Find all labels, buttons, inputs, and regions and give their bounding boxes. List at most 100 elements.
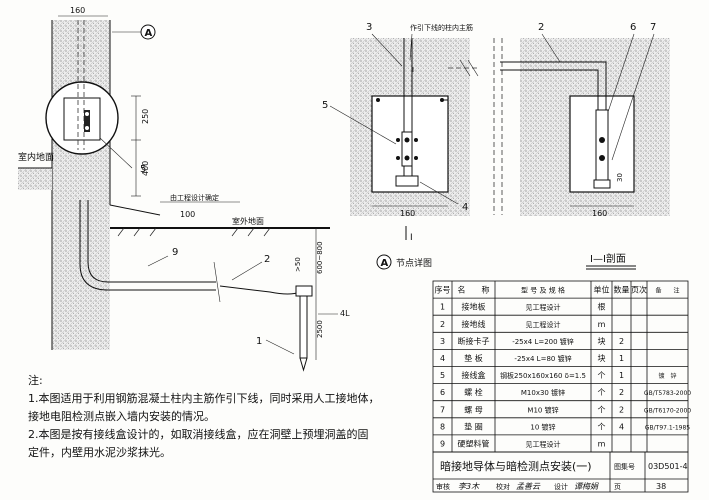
svg-text:I: I	[410, 233, 413, 243]
table-cell: 6	[440, 388, 445, 397]
title-block: 暗接地导体与暗检测点安装(一) 图集号 03D501-4 页 38 审核 李3木…	[432, 451, 689, 493]
table-cell: 钢板250x160x160 δ=1.5	[500, 371, 586, 380]
svg-text:250: 250	[141, 109, 150, 124]
table-cell: 垫 圈	[464, 421, 483, 431]
svg-text:李3木: 李3木	[458, 482, 480, 491]
table-cell: 2	[619, 388, 624, 397]
table-header-cell: 序号	[435, 285, 451, 295]
ground-wire	[219, 285, 301, 295]
concrete-column	[52, 20, 110, 350]
table-cell: 垫 板	[464, 353, 483, 363]
table-cell: 接线盒	[462, 370, 486, 380]
svg-text:400: 400	[141, 161, 150, 176]
svg-text:4L: 4L	[340, 309, 350, 318]
table-cell: 接地线	[462, 319, 486, 329]
plastic-conduit	[87, 200, 216, 283]
svg-text:7: 7	[650, 22, 656, 33]
table-cell: 1	[619, 371, 624, 380]
table-cell: 1	[619, 354, 624, 363]
table-cell: 2	[619, 405, 624, 414]
table-cell: 5	[440, 371, 445, 380]
svg-text:>50: >50	[294, 257, 302, 272]
table-cell: GB/T6170-2000	[644, 407, 691, 414]
svg-text:30: 30	[616, 173, 624, 182]
wall-elevation: 室内地面 A 160 250 400 5 由工程设计确定 室外地面 100	[18, 6, 350, 372]
svg-text:160: 160	[70, 6, 85, 15]
table-cell: 螺 母	[464, 404, 483, 414]
table-cell: -25x4 L=80 镀锌	[514, 354, 571, 363]
note-line: 接地电阻检测点嵌入墙内安装的情况。	[28, 410, 215, 423]
table-cell: 1	[440, 303, 445, 312]
table-cell: M10 镀锌	[527, 405, 558, 414]
table-cell: 2	[619, 337, 624, 346]
table-cell: 7	[440, 405, 445, 414]
svg-text:2500: 2500	[316, 320, 324, 338]
table-cell: -25x4 L=200 镀锌	[512, 337, 574, 346]
table-cell: 4	[440, 354, 445, 363]
page-number: 38	[656, 482, 666, 491]
indoor-floor-slab	[18, 168, 52, 190]
table-cell: 见工程设计	[526, 320, 561, 329]
svg-text:图集号: 图集号	[614, 462, 635, 471]
svg-text:2: 2	[538, 22, 544, 33]
note-line: 2.本图是按有接线盒设计的，如取消接线盒，应在洞壁上预埋洞盖的固	[28, 428, 369, 441]
node-detail: 3 作引下线的柱内主筋 5 4 160 I I A 节点详图	[322, 22, 480, 270]
table-cell: 个	[598, 388, 606, 397]
notes-block: 注: 1.本图适用于利用钢筋混凝土柱内主筋作引下线，同时采用人工接地体， 接地电…	[28, 372, 413, 462]
table-cell: 3	[440, 337, 445, 346]
table-cell: 个	[598, 422, 606, 431]
atlas-number: 03D501-4	[648, 462, 688, 471]
junction-box-elevation	[63, 97, 101, 141]
svg-text:5: 5	[140, 164, 146, 175]
table-cell: 见工程设计	[526, 439, 561, 448]
table-cell: 8	[440, 422, 445, 431]
table-cell: GB/T5783-2000	[644, 390, 691, 397]
svg-text:600~800: 600~800	[316, 241, 324, 274]
svg-text:1: 1	[256, 336, 262, 347]
section-i-i: 2 6 7 30 160 I—I剖面	[493, 22, 670, 270]
table-cell: GB/T97.1-1985	[645, 424, 690, 431]
table-header-cell: 页次	[631, 285, 647, 295]
table-cell: m	[598, 439, 606, 448]
table-header-cell: 数量	[614, 285, 630, 295]
outdoor-floor-label: 室外地面	[232, 216, 264, 226]
indoor-floor-label: 室内地面	[18, 151, 54, 163]
table-cell: 9	[440, 439, 445, 448]
table-cell: 硬塑料管	[458, 438, 490, 448]
table-cell: 个	[598, 371, 606, 380]
svg-text:3: 3	[366, 22, 372, 33]
svg-text:5: 5	[322, 100, 328, 111]
table-cell: 接地板	[462, 302, 486, 312]
table-header-cell: 单位	[594, 285, 610, 295]
svg-text:I: I	[412, 66, 414, 74]
svg-text:9: 9	[172, 247, 178, 258]
table-cell: m	[598, 320, 606, 329]
svg-text:校对: 校对	[496, 482, 510, 491]
ground-electrode	[299, 295, 308, 359]
svg-text:A: A	[145, 28, 153, 39]
table-header-cell: 名 称	[458, 285, 490, 295]
section-title: I—I剖面	[590, 252, 626, 265]
notes-title: 注:	[28, 374, 43, 387]
svg-text:160: 160	[592, 209, 607, 218]
table-cell: 个	[598, 405, 606, 414]
svg-text:设计: 设计	[554, 482, 568, 491]
table-cell: M10x30 镀锌	[521, 388, 565, 397]
svg-text:100: 100	[180, 210, 195, 219]
svg-text:页: 页	[614, 483, 621, 491]
detail-title: 节点详图	[396, 257, 432, 269]
table-cell: 断接卡子	[458, 336, 490, 346]
table-cell: 螺 栓	[464, 387, 483, 397]
table-cell: 4	[619, 422, 624, 431]
table-cell: 2	[440, 320, 445, 329]
table-cell: 块	[598, 336, 606, 346]
svg-text:A: A	[381, 258, 389, 269]
svg-text:4: 4	[462, 202, 468, 213]
table-cell: 镀 锌	[658, 372, 676, 380]
svg-text:谭梅娟: 谭梅娟	[574, 482, 599, 491]
disconnect-clamp	[84, 110, 90, 132]
table-cell: 根	[598, 302, 606, 312]
